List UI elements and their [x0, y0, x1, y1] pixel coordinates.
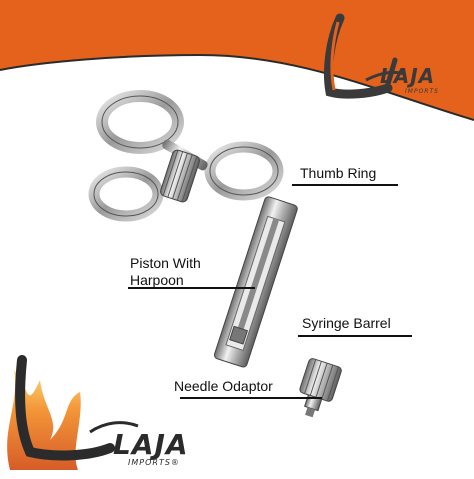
label-piston: Piston With Harpoon — [130, 255, 201, 288]
label-barrel: Syringe Barrel — [302, 315, 391, 331]
brand-logo-top — [323, 13, 405, 99]
syringe-barrel — [213, 196, 298, 368]
brand-name-bottom: LAJA — [113, 428, 189, 461]
label-needle: Needle Odaptor — [174, 378, 273, 394]
brand-tagline-top: IMPORTS — [405, 88, 439, 95]
finger-ring-top — [96, 90, 184, 154]
header-banner — [0, 0, 474, 120]
label-thumb-ring: Thumb Ring — [300, 165, 377, 181]
brand-name-top: LAJA — [380, 64, 436, 88]
needle-adaptor — [299, 358, 342, 418]
flame-logo — [7, 355, 139, 470]
finger-ring-left — [88, 166, 164, 222]
header-banner-edge — [0, 53, 474, 121]
thumb-ring — [204, 141, 284, 201]
knurled-grip — [160, 149, 200, 203]
brand-tagline-bottom: IMPORTS® — [128, 458, 180, 467]
